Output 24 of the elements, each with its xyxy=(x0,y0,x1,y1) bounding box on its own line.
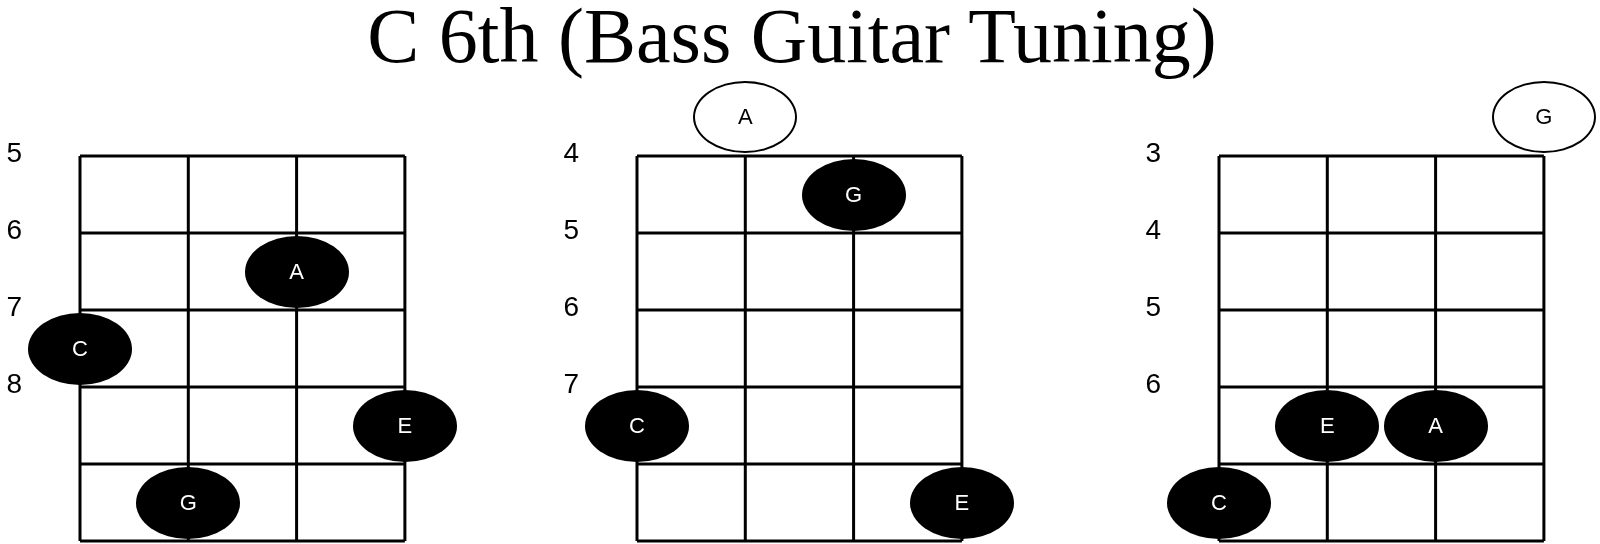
finger-dot: A xyxy=(244,235,349,308)
fret-number: 6 xyxy=(6,216,22,244)
finger-dot: C xyxy=(1167,466,1271,539)
finger-dot: A xyxy=(1383,389,1488,462)
finger-dot: G xyxy=(136,466,241,539)
fret-number: 4 xyxy=(563,139,579,167)
fret-number: 5 xyxy=(6,139,22,167)
finger-dot: G xyxy=(801,158,906,231)
finger-dot: E xyxy=(1275,389,1380,462)
finger-dot: E xyxy=(352,389,457,462)
fret-number: 6 xyxy=(1145,370,1161,398)
finger-dot: C xyxy=(28,312,132,385)
fret-number: 8 xyxy=(6,370,22,398)
finger-dot: E xyxy=(909,466,1014,539)
fret-number: 6 xyxy=(563,293,579,321)
fret-number: 7 xyxy=(6,293,22,321)
open-string-circle: G xyxy=(1491,81,1596,153)
fret-number: 4 xyxy=(1145,216,1161,244)
fret-number: 7 xyxy=(563,370,579,398)
fret-number: 5 xyxy=(1145,293,1161,321)
fret-number: 5 xyxy=(563,216,579,244)
fret-number: 3 xyxy=(1145,139,1161,167)
open-string-circle: A xyxy=(693,81,798,153)
finger-dot: C xyxy=(585,389,689,462)
